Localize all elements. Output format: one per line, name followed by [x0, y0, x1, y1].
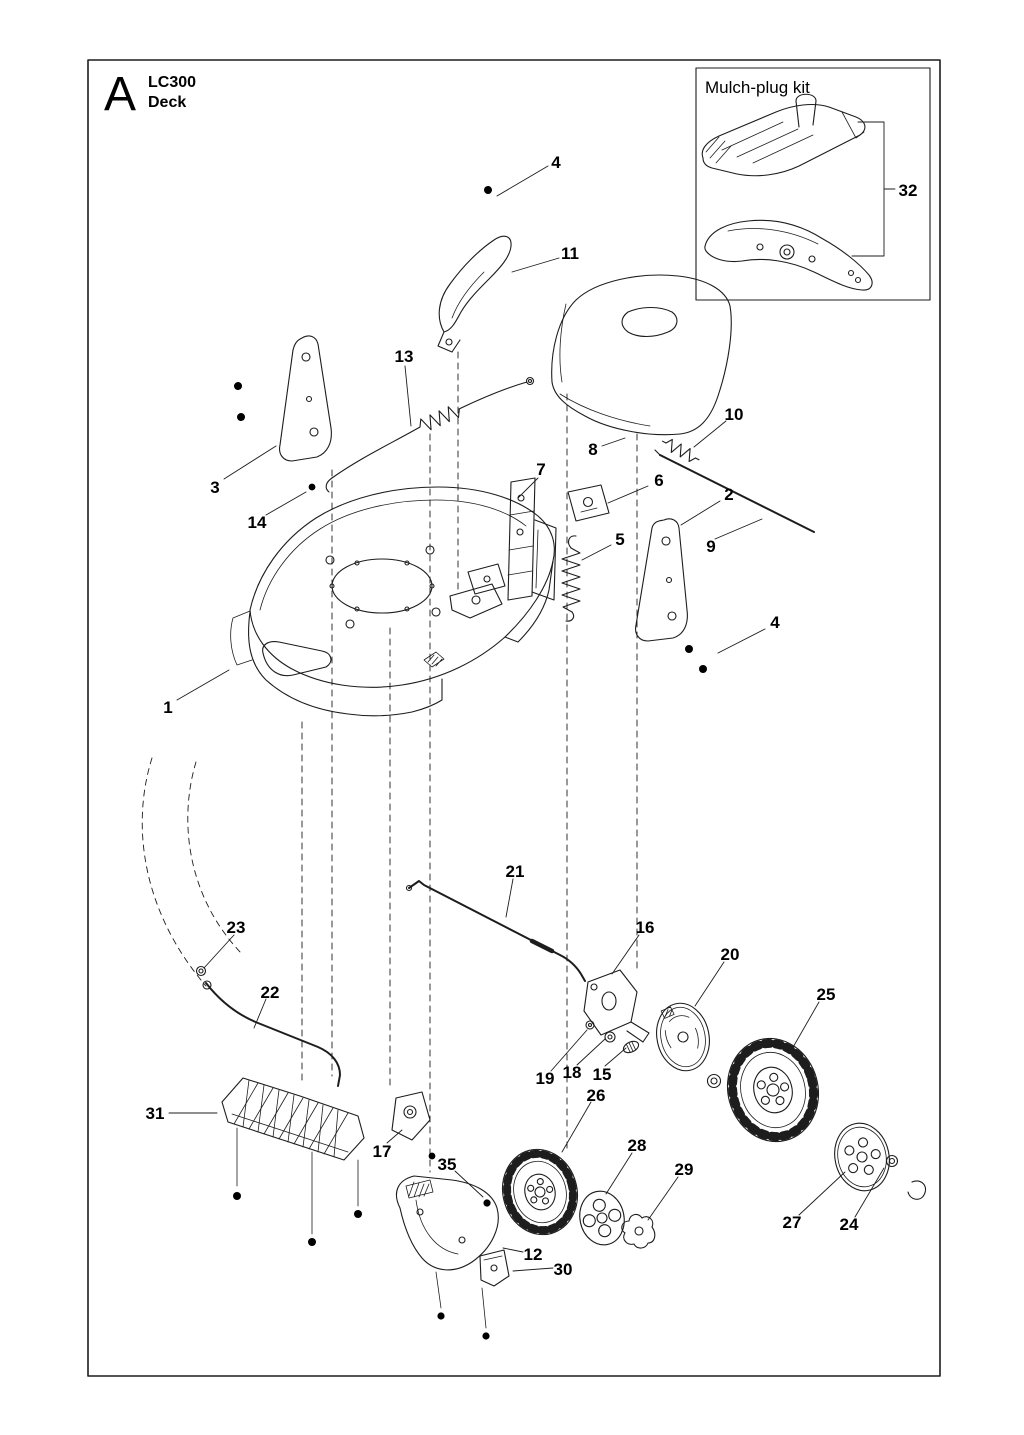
part-wheel-26 [502, 1148, 578, 1236]
callout-19: 19 [536, 1069, 555, 1088]
callout-labels: 4 11 13 3 14 7 6 8 10 2 9 5 4 1 21 16 20… [146, 153, 918, 1279]
callout-15: 15 [593, 1065, 612, 1084]
part-cable [325, 376, 535, 493]
callout-4-right: 4 [770, 613, 780, 632]
part-lever [437, 235, 512, 353]
callout-18: 18 [563, 1063, 582, 1082]
screw-14 [307, 482, 327, 497]
part-wheel-25 [726, 1037, 820, 1143]
part-bracket-30 [479, 1249, 510, 1287]
screw-4-top [481, 185, 493, 208]
part-nut-24 [885, 1154, 927, 1200]
callout-21: 21 [506, 862, 525, 881]
callout-25: 25 [817, 985, 836, 1004]
callout-31: 31 [146, 1104, 165, 1123]
part-disc-27 [834, 1122, 890, 1192]
callout-24: 24 [840, 1215, 859, 1234]
callout-10: 10 [725, 405, 744, 424]
part-mulch-plug [701, 93, 866, 177]
part-spring-5 [561, 535, 581, 622]
part-rod-22 [202, 980, 341, 1087]
callout-27: 27 [783, 1213, 802, 1232]
part-rod-21 [405, 880, 586, 982]
part-hood [551, 274, 732, 436]
section-letter: A [104, 68, 136, 121]
inset-title: Mulch-plug kit [705, 78, 810, 97]
part-deck [230, 486, 555, 717]
part-adjuster-16 [583, 969, 650, 1043]
callout-30: 30 [554, 1260, 573, 1279]
callout-4-top: 4 [551, 153, 561, 172]
part-guard-12 [396, 1175, 499, 1340]
part-knob-29 [621, 1213, 656, 1249]
callout-29: 29 [675, 1160, 694, 1179]
part-disc-28 [579, 1190, 625, 1246]
callout-35: 35 [438, 1155, 457, 1174]
callout-11: 11 [561, 244, 579, 263]
part-bracket-left [279, 335, 332, 462]
screws-bracket-left [232, 380, 259, 428]
part-pin-19 [585, 1020, 595, 1030]
screw-35 [480, 1198, 492, 1219]
page-border [87, 59, 941, 1377]
callout-1: 1 [163, 698, 172, 717]
header: A LC300 Deck Mulch-plug kit [104, 68, 810, 121]
callout-16: 16 [636, 918, 655, 937]
callout-28: 28 [628, 1136, 647, 1155]
part-rod-9 [654, 449, 815, 533]
callout-20: 20 [721, 945, 740, 964]
model-label: LC300 [148, 74, 196, 91]
mulch-kit-inset [695, 67, 931, 301]
callout-26: 26 [587, 1086, 606, 1105]
part-channel [507, 477, 557, 601]
part-plate-6 [567, 484, 610, 522]
part-disc-20 [656, 1002, 722, 1089]
screws-4-right [674, 634, 709, 675]
callout-12: 12 [524, 1245, 543, 1264]
callout-9: 9 [706, 537, 715, 556]
leader-lines [168, 165, 885, 1272]
alignment-guides [141, 351, 638, 1173]
part-bracket-17 [391, 1091, 436, 1160]
bracket-32 [851, 121, 896, 257]
callout-32: 32 [899, 181, 918, 200]
part-baffle-31 [221, 1077, 365, 1246]
part-bushing-18 [604, 1031, 616, 1043]
part-washer-23 [195, 965, 207, 977]
callout-2: 2 [724, 485, 733, 504]
callout-13: 13 [395, 347, 414, 366]
part-spring-10 [661, 438, 700, 463]
part-blade [704, 219, 873, 291]
callout-3: 3 [210, 478, 219, 497]
callout-6: 6 [654, 471, 663, 490]
callout-22: 22 [261, 983, 280, 1002]
callout-14: 14 [248, 513, 267, 532]
callout-5: 5 [615, 530, 624, 549]
section-title: Deck [148, 94, 186, 111]
part-bracket-right [635, 518, 688, 642]
callout-8: 8 [588, 440, 597, 459]
part-roller-15 [622, 1040, 640, 1054]
callout-23: 23 [227, 918, 246, 937]
callout-17: 17 [373, 1142, 392, 1161]
callout-7: 7 [536, 460, 545, 479]
